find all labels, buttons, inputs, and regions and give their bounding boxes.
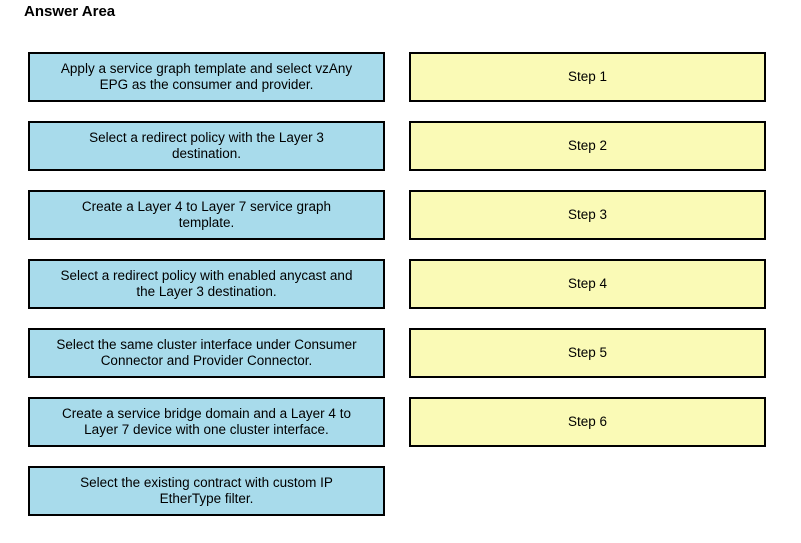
drag-option-6[interactable]: Create a service bridge domain and a Lay… [28,397,385,447]
step-drop-slot-2[interactable]: Step 2 [409,121,766,171]
step-slot-label: Step 3 [567,207,608,222]
drag-option-label: Select a redirect policy with the Layer … [89,130,324,161]
drag-option-3[interactable]: Create a Layer 4 to Layer 7 service grap… [28,190,385,240]
step-drop-slot-3[interactable]: Step 3 [409,190,766,240]
step-drop-slot-1[interactable]: Step 1 [409,52,766,102]
step-drop-slot-5[interactable]: Step 5 [409,328,766,378]
drag-option-label: Select the existing contract with custom… [80,475,333,506]
step-slot-label: Step 5 [567,345,608,360]
drag-option-4[interactable]: Select a redirect policy with enabled an… [28,259,385,309]
drag-option-7[interactable]: Select the existing contract with custom… [28,466,385,516]
drag-option-1[interactable]: Apply a service graph template and selec… [28,52,385,102]
step-slot-label: Step 1 [567,69,608,84]
drag-option-label: Create a service bridge domain and a Lay… [62,406,351,437]
drag-option-label: Select the same cluster interface under … [56,337,357,368]
step-slot-label: Step 2 [567,138,608,153]
drag-option-5[interactable]: Select the same cluster interface under … [28,328,385,378]
drag-option-label: Select a redirect policy with enabled an… [60,268,353,299]
drag-option-label: Apply a service graph template and selec… [60,61,353,92]
step-slot-label: Step 4 [567,276,608,291]
drag-option-2[interactable]: Select a redirect policy with the Layer … [28,121,385,171]
step-drop-slot-4[interactable]: Step 4 [409,259,766,309]
step-slot-label: Step 6 [567,414,608,429]
drag-option-label: Create a Layer 4 to Layer 7 service grap… [81,199,332,230]
steps-column: Step 1 Step 2 Step 3 Step 4 Step 5 Step … [409,52,766,447]
page-title: Answer Area [24,3,116,20]
step-drop-slot-6[interactable]: Step 6 [409,397,766,447]
options-column: Apply a service graph template and selec… [28,52,385,516]
